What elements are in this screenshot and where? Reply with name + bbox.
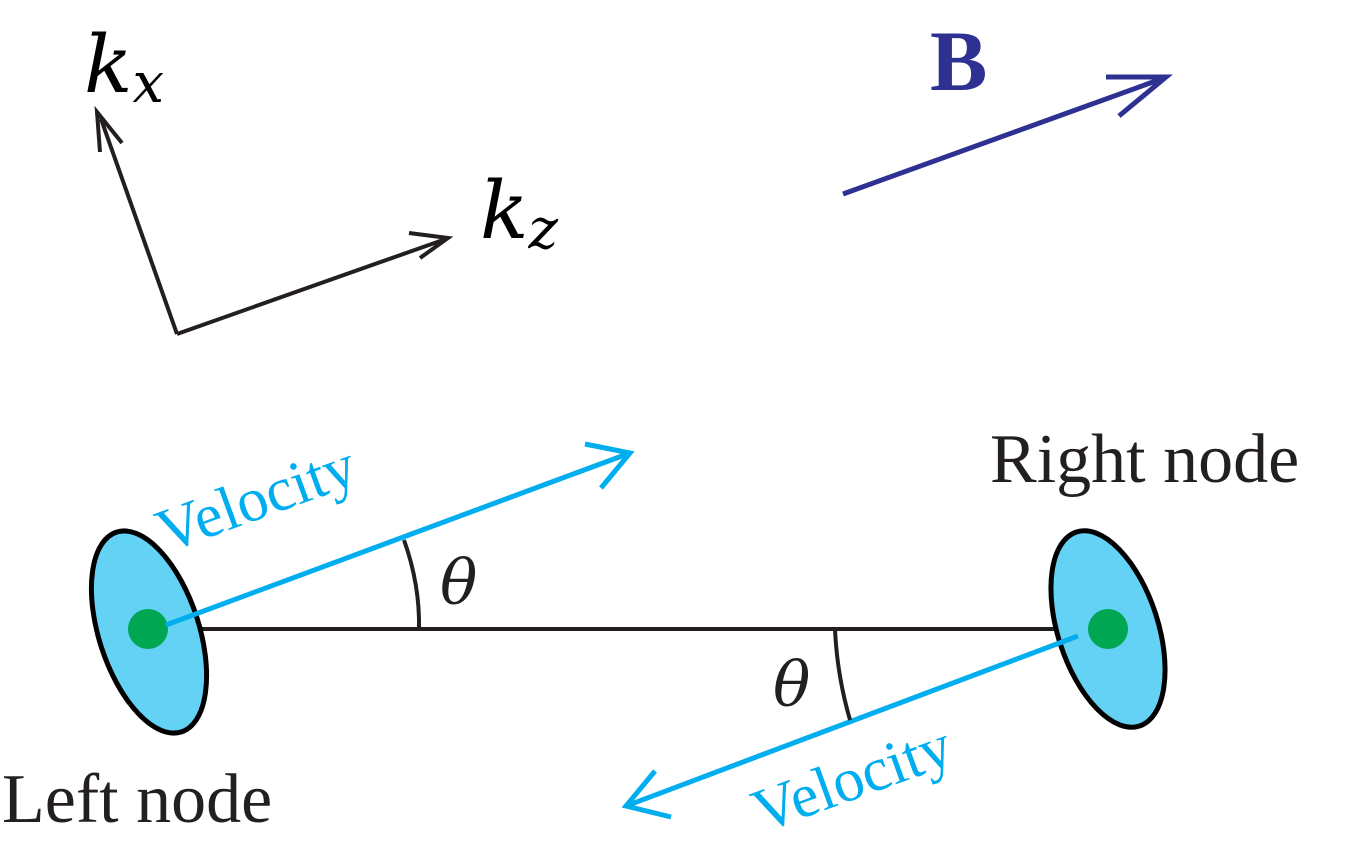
left-node-dot [128, 609, 168, 649]
lower-angle-label: θ [773, 648, 810, 721]
lower-velocity: Velocity [621, 633, 1079, 847]
kx-axis [99, 118, 179, 335]
right-node [1048, 528, 1168, 730]
upper-velocity-arrow [165, 450, 631, 628]
upper-velocity-arrowhead [584, 441, 635, 490]
lower-velocity-arrowhead [621, 769, 672, 820]
lower-velocity-label: Velocity [744, 712, 961, 847]
upper-velocity: Velocity [148, 432, 635, 628]
lower-angle-arc [833, 628, 852, 721]
right-node-dot [1088, 609, 1128, 649]
left-node [88, 528, 210, 736]
magnetic-field: B [842, 13, 1173, 197]
kx-arrowhead [94, 105, 124, 153]
upper-angle-arc [402, 539, 422, 630]
kz-label: kz [480, 164, 558, 262]
kx-label: kx [84, 18, 164, 116]
b-field-arrow [842, 75, 1165, 197]
b-field-label: B [930, 13, 987, 109]
kz-axis [176, 238, 444, 336]
lower-angle: θ [773, 628, 852, 721]
upper-angle: θ [402, 539, 477, 630]
upper-velocity-label: Velocity [148, 432, 365, 567]
left-node-label: Left node [2, 761, 272, 838]
kz-arrowhead [408, 231, 454, 260]
lower-velocity-arrow [625, 633, 1079, 809]
right-node-label: Right node [990, 421, 1299, 498]
upper-angle-label: θ [440, 546, 477, 619]
coordinate-axes: kx kz [84, 18, 558, 336]
b-field-arrowhead [1106, 74, 1173, 118]
